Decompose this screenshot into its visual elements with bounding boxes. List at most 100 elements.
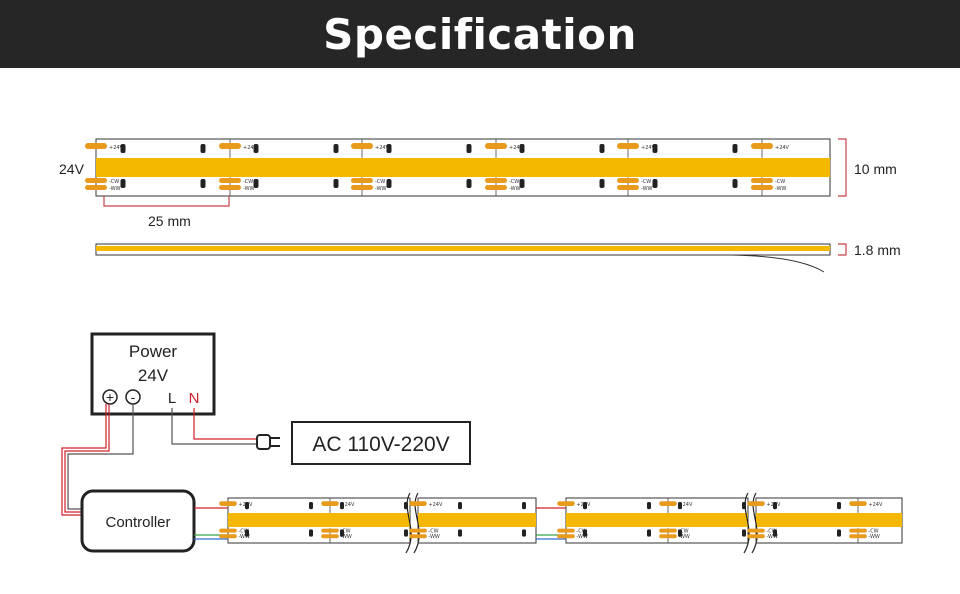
svg-text:-CW: -CW xyxy=(641,179,651,185)
top-cut-point: +24V -CW-WW xyxy=(485,139,524,196)
power-title: Power xyxy=(129,342,178,361)
bottom-strip: +24V-CW-WW+24V-CW-WW+24V-CW-WW+24V-CW-WW… xyxy=(219,492,903,554)
cut-length-dimension xyxy=(103,196,230,207)
top-cut-point: +24V -CW-WW xyxy=(751,139,790,196)
bottom-resistor xyxy=(647,502,651,537)
dc-wires xyxy=(61,404,134,516)
svg-text:+24V: +24V xyxy=(641,145,656,151)
bottom-resistor xyxy=(742,502,746,537)
bottom-strip-segments: +24V-CW-WW+24V-CW-WW+24V-CW-WW+24V-CW-WW… xyxy=(219,498,883,543)
plug-icon xyxy=(256,434,280,450)
width-dimension xyxy=(838,138,847,197)
mains-wires xyxy=(171,408,258,445)
bottom-cut-point: +24V -CW-WW xyxy=(849,498,883,543)
svg-text:-CW: -CW xyxy=(868,529,878,535)
bottom-resistor xyxy=(837,502,841,537)
svg-text:-WW: -WW xyxy=(576,534,588,540)
svg-text:-WW: -WW xyxy=(340,534,352,540)
svg-text:-WW: -WW xyxy=(775,186,787,192)
top-resistor xyxy=(732,144,738,188)
svg-text:-CW: -CW xyxy=(576,529,586,535)
svg-text:-CW: -CW xyxy=(678,529,688,535)
top-cut-point: +24V -CW-WW xyxy=(219,139,258,196)
cut-length-label: 25 mm xyxy=(148,213,191,229)
svg-text:-WW: -WW xyxy=(641,186,653,192)
bottom-resistor xyxy=(522,502,526,537)
n-terminal-label: N xyxy=(189,390,200,407)
svg-text:-WW: -WW xyxy=(238,534,250,540)
spec-diagram: +24V-CW-WW+24V-CW-WW+24V-CW-WW+24V-CW-WW… xyxy=(59,138,903,554)
strip-piece-4 xyxy=(755,497,903,544)
svg-text:+24V: +24V xyxy=(775,145,790,151)
power-voltage: 24V xyxy=(138,366,169,385)
top-resistor xyxy=(253,144,259,188)
top-cut-point: +24V -CW-WW xyxy=(85,139,124,196)
plus-symbol: + xyxy=(106,389,114,405)
svg-text:-CW: -CW xyxy=(775,179,785,185)
svg-text:-WW: -WW xyxy=(428,534,440,540)
bottom-resistor xyxy=(678,502,682,537)
top-resistor xyxy=(120,144,126,188)
bottom-resistor xyxy=(773,502,777,537)
controller-label: Controller xyxy=(105,514,170,531)
thickness-dimension xyxy=(838,243,847,256)
led-strip-side-view xyxy=(95,243,831,273)
l-terminal-label: L xyxy=(168,390,176,407)
svg-text:-WW: -WW xyxy=(509,186,521,192)
svg-text:+24V: +24V xyxy=(428,502,443,508)
top-resistor xyxy=(386,144,392,188)
bottom-resistor xyxy=(309,502,313,537)
svg-text:-WW: -WW xyxy=(375,186,387,192)
svg-text:-WW: -WW xyxy=(678,534,690,540)
svg-text:-CW: -CW xyxy=(109,179,119,185)
minus-symbol: - xyxy=(131,389,136,405)
bottom-resistor xyxy=(340,502,344,537)
ac-input-box xyxy=(291,421,471,465)
svg-text:+24V: +24V xyxy=(375,145,390,151)
svg-text:+24V: +24V xyxy=(340,502,355,508)
top-resistor xyxy=(200,144,206,188)
controller-box xyxy=(80,489,196,553)
svg-text:-CW: -CW xyxy=(340,529,350,535)
top-resistor xyxy=(333,144,339,188)
page-title: Specification xyxy=(323,9,637,59)
bottom-cut-point: +24V -CW-WW xyxy=(321,498,355,543)
ac-input-label: AC 110V-220V xyxy=(312,433,449,456)
plus-terminal: + xyxy=(102,389,118,405)
svg-text:+24V: +24V xyxy=(509,145,524,151)
svg-text:-CW: -CW xyxy=(766,529,776,535)
bottom-cut-point: +24V -CW-WW xyxy=(659,498,693,543)
svg-text:-WW: -WW xyxy=(109,186,121,192)
top-resistor xyxy=(599,144,605,188)
svg-text:-CW: -CW xyxy=(375,179,385,185)
bottom-resistor xyxy=(404,502,408,537)
width-label: 10 mm xyxy=(854,161,897,177)
bottom-resistor xyxy=(583,502,587,537)
top-resistor xyxy=(652,144,658,188)
svg-text:-CW: -CW xyxy=(238,529,248,535)
led-strip-top-view: +24V-CW-WW+24V-CW-WW+24V-CW-WW+24V-CW-WW… xyxy=(85,138,831,197)
header-bar: Specification xyxy=(0,0,960,68)
top-resistor xyxy=(519,144,525,188)
svg-text:+24V: +24V xyxy=(868,502,883,508)
voltage-label: 24V xyxy=(59,161,85,177)
svg-text:-WW: -WW xyxy=(868,534,880,540)
svg-text:-WW: -WW xyxy=(243,186,255,192)
thickness-label: 1.8 mm xyxy=(854,242,901,258)
svg-text:-CW: -CW xyxy=(509,179,519,185)
top-resistor xyxy=(466,144,472,188)
svg-text:-WW: -WW xyxy=(766,534,778,540)
svg-text:+24V: +24V xyxy=(678,502,693,508)
break-mark-2 xyxy=(743,492,758,554)
svg-text:-CW: -CW xyxy=(243,179,253,185)
strip-segments: +24V-CW-WW+24V-CW-WW+24V-CW-WW+24V-CW-WW… xyxy=(85,139,790,196)
bottom-cut-point: +24V -CW-WW xyxy=(409,498,443,543)
led-band xyxy=(96,158,830,177)
svg-text:+24V: +24V xyxy=(243,145,258,151)
minus-terminal: - xyxy=(125,389,141,405)
strip-piece-1 xyxy=(227,497,411,544)
svg-text:-CW: -CW xyxy=(428,529,438,535)
strip-piece-3 xyxy=(565,497,749,544)
break-mark-1 xyxy=(405,492,420,554)
svg-text:+24V: +24V xyxy=(109,145,124,151)
